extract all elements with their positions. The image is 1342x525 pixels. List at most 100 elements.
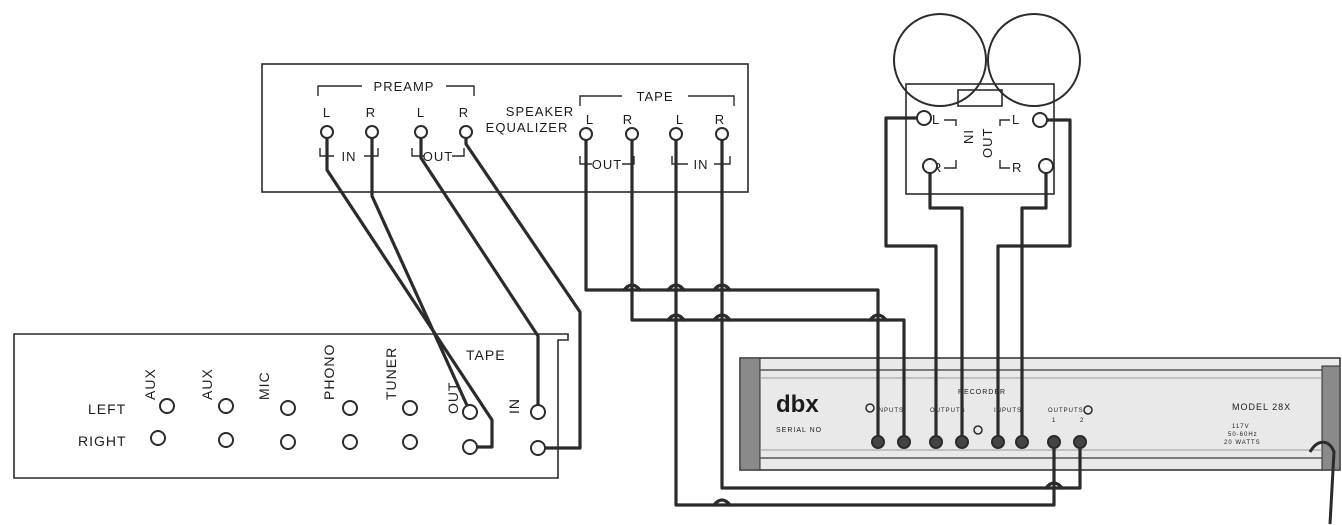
- dbx-ch1-label: 1: [1052, 418, 1056, 424]
- dbx-model-label: MODEL 28X: [1232, 402, 1291, 412]
- tape-bracket: [579, 95, 735, 106]
- tape-out-l-label: L: [586, 112, 594, 127]
- deck-out-l-label: L: [1012, 112, 1020, 127]
- dbx-rec-input-1-jack[interactable]: [991, 435, 1005, 449]
- cable-deck-out-l: [996, 118, 1072, 444]
- speaker-label: SPEAKER: [506, 104, 574, 119]
- tape-in-bracket: [671, 156, 731, 165]
- deck-out-l-jack[interactable]: [1032, 112, 1048, 128]
- speaker-equalizer-unit: PREAMP TAPE SPEAKER EQUALIZER L R L R L …: [261, 63, 749, 193]
- tape-in-label: IN: [506, 398, 522, 414]
- eq-tape-out-l-jack[interactable]: [579, 127, 593, 141]
- deck-in-label: IN: [961, 130, 976, 145]
- cable-tape-out-l: [584, 132, 880, 444]
- tape-in-label: IN: [694, 157, 709, 172]
- receiver-aux1-left-jack[interactable]: [159, 398, 175, 414]
- receiver-tapeout-right-jack[interactable]: [462, 439, 478, 455]
- dbx-ch2-label: 2: [1080, 418, 1084, 424]
- right-row-label: RIGHT: [78, 433, 127, 449]
- preamp-out-label: OUT: [423, 149, 453, 164]
- deck-in-r-jack[interactable]: [922, 158, 938, 174]
- eq-preamp-out-r-jack[interactable]: [459, 125, 473, 139]
- deck-out-r-label: R: [1012, 160, 1022, 175]
- deck-out-label: OUT: [980, 128, 995, 158]
- deck-in-bracket: [944, 119, 957, 169]
- cable-preamp-in-l: [325, 130, 494, 449]
- tape-out-bracket: [579, 156, 635, 165]
- tape-out-r-label: R: [623, 112, 633, 127]
- equalizer-outline: [261, 63, 749, 193]
- eq-preamp-out-l-jack[interactable]: [414, 125, 428, 139]
- dbx-input-1-jack[interactable]: [871, 435, 885, 449]
- hop-7: [712, 498, 732, 507]
- deck-in-l-label: L: [932, 112, 940, 127]
- cable-preamp-out-l: [419, 130, 540, 414]
- preamp-in-bracket: [319, 148, 379, 157]
- eq-tape-out-r-jack[interactable]: [625, 127, 639, 141]
- jacks: [150, 110, 1087, 456]
- dbx-serial-label: SERIAL NO: [776, 427, 822, 434]
- preamp-out-r-label: R: [459, 105, 469, 120]
- receiver-tuner-left-jack[interactable]: [402, 400, 418, 416]
- eq-tape-in-r-jack[interactable]: [715, 127, 729, 141]
- receiver-aux2-right-jack[interactable]: [218, 432, 234, 448]
- hop-5: [712, 313, 732, 322]
- dbx-output-2-jack[interactable]: [1073, 435, 1087, 449]
- tape-in-l-label: L: [676, 112, 684, 127]
- preamp-out-l-label: L: [417, 105, 425, 120]
- receiver-tuner-right-jack[interactable]: [402, 434, 418, 450]
- dbx-unit: dbx MODEL 28X SERIAL NO RECORDER INPUTS …: [739, 357, 1341, 525]
- dbx-rec-output-1-jack[interactable]: [929, 435, 943, 449]
- tape-head: [957, 89, 1003, 107]
- dbx-power-3: 20 WATTS: [1224, 440, 1261, 446]
- deck-in-l-jack[interactable]: [916, 110, 932, 126]
- receiver-phono-right-jack[interactable]: [342, 434, 358, 450]
- receiver-mic-right-jack[interactable]: [280, 434, 296, 450]
- deck-out-r-jack[interactable]: [1038, 158, 1054, 174]
- hop-3: [712, 283, 732, 292]
- aux2-label: AUX: [199, 368, 215, 400]
- preamp-in-label: IN: [342, 149, 357, 164]
- dbx-right-rack-ear: [1321, 365, 1341, 471]
- receiver-phono-left-jack[interactable]: [342, 400, 358, 416]
- tuner-label: TUNER: [383, 347, 399, 400]
- receiver-unit: LEFT RIGHT TAPE AUX AUX MIC PHONO TUNER …: [13, 333, 569, 479]
- eq-tape-in-l-jack[interactable]: [669, 127, 683, 141]
- tape-in-r-label: R: [715, 112, 725, 127]
- preamp-in-r-label: R: [366, 105, 376, 120]
- dbx-left-rack-ear: [739, 357, 761, 471]
- dbx-input-2-jack[interactable]: [897, 435, 911, 449]
- dbx-output-1-jack[interactable]: [1047, 435, 1061, 449]
- receiver-tapein-left-jack[interactable]: [530, 404, 546, 420]
- eq-preamp-in-r-jack[interactable]: [365, 125, 379, 139]
- hop-6: [868, 313, 888, 322]
- preamp-label: PREAMP: [374, 79, 435, 94]
- receiver-mic-left-jack[interactable]: [280, 400, 296, 416]
- dbx-indicator-1: [865, 403, 875, 413]
- receiver-tape-label: TAPE: [466, 347, 506, 363]
- dbx-power-2: 50-60Hz: [1228, 432, 1258, 438]
- receiver-aux2-left-jack[interactable]: [218, 398, 234, 414]
- dbx-inputs1-label: INPUTS: [876, 408, 904, 414]
- dbx-inputs2-label: INPUTS: [994, 408, 1022, 414]
- dbx-rec-output-2-jack[interactable]: [955, 435, 969, 449]
- hop-4: [666, 313, 686, 322]
- eq-preamp-in-l-jack[interactable]: [320, 125, 334, 139]
- dbx-outputs1-label: OUTPUTS: [930, 408, 966, 414]
- right-reel: [987, 13, 1081, 107]
- hop-1: [622, 283, 642, 292]
- preamp-in-l-label: L: [323, 105, 331, 120]
- cable-tape-in-r: [720, 132, 1082, 490]
- dbx-recorder-label: RECORDER: [958, 389, 1006, 396]
- receiver-tapein-right-jack[interactable]: [530, 440, 546, 456]
- dbx-logo: dbx: [776, 391, 819, 418]
- dbx-indicator-2: [973, 425, 983, 435]
- receiver-aux1-right-jack[interactable]: [150, 430, 166, 446]
- left-row-label: LEFT: [88, 401, 126, 417]
- receiver-tapeout-left-jack[interactable]: [462, 404, 478, 420]
- tape-out-label: OUT: [592, 157, 622, 172]
- dbx-rec-input-2-jack[interactable]: [1015, 435, 1029, 449]
- dbx-indicator-3: [1083, 405, 1093, 415]
- cable-deck-in-l: [884, 116, 938, 444]
